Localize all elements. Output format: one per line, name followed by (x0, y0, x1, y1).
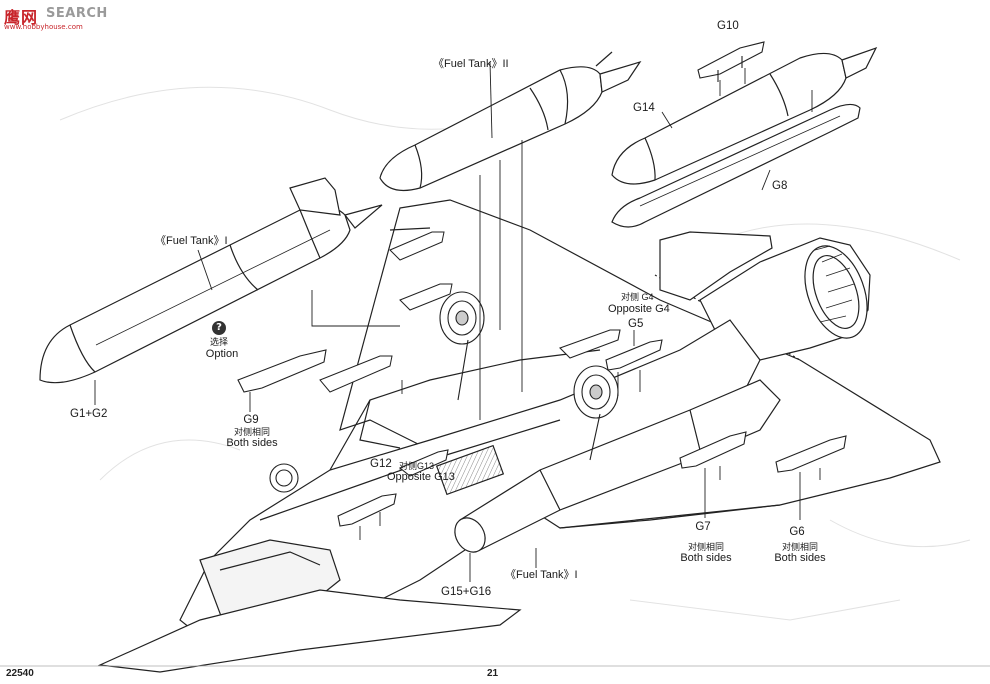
label-g12: G12 (370, 458, 392, 470)
label-fuel-tank-i-top: 《Fuel Tank》I (155, 235, 228, 247)
label-g15-g16: G15+G16 (441, 586, 492, 598)
belly-fuel-tank (454, 379, 781, 553)
label-g8: G8 (772, 180, 788, 192)
label-g6-en: Both sides (774, 552, 826, 564)
pylon-g9 (237, 349, 327, 393)
label-g9-cn: 对侧相同 (233, 427, 271, 437)
watermark-search: SEARCH (46, 6, 108, 21)
label-g7-en: Both sides (680, 552, 732, 564)
watermark-logo: 鹰网 www.hobbyhouse.com SEARCH (4, 4, 108, 34)
label-fuel-tank-i-bottom: 《Fuel Tank》I (505, 569, 578, 581)
label-g4-en: Opposite G4 (608, 303, 670, 315)
label-g10: G10 (717, 20, 739, 32)
label-g1-g2: G1+G2 (70, 408, 108, 420)
fuel-tank-ii (379, 51, 642, 191)
label-g13-cn: 对侧G13 (399, 461, 435, 471)
label-option-cn: 选择 (209, 337, 229, 347)
watermark-brand: 鹰网 (4, 8, 39, 27)
leader-lines (94, 61, 821, 582)
pylon-g10 (697, 41, 765, 82)
label-g4-cn: 对侧 G4 (621, 292, 654, 302)
label-fuel-tank-ii: 《Fuel Tank》II (433, 58, 509, 70)
label-g7-cn: 对侧相同 (687, 542, 725, 552)
label-g9-en: Both sides (226, 437, 278, 449)
pylon-g6 (775, 435, 847, 473)
label-g9: G9 (243, 414, 259, 426)
fuel-tank-g14 (611, 46, 878, 185)
label-g5: G5 (628, 318, 644, 330)
wing-pylons (319, 231, 453, 393)
watermark-url: www.hobbyhouse.com (4, 23, 83, 31)
label-g6: G6 (789, 526, 805, 538)
fuel-tank-i-left (39, 177, 383, 384)
engine-nozzle (699, 237, 871, 361)
page-center-mark: 21 (487, 668, 499, 679)
landing-gear (269, 291, 619, 493)
label-option-en: Option (205, 348, 239, 360)
label-g14: G14 (633, 102, 655, 114)
pylon-g5 (558, 329, 663, 371)
pylon-g7 (679, 431, 747, 469)
page-number: 22540 (6, 668, 34, 679)
lower-wing (97, 589, 522, 673)
label-g6-cn: 对侧相同 (781, 542, 819, 552)
option-icon: ? (212, 321, 226, 335)
label-g13-en: Opposite G13 (387, 471, 455, 483)
pylon-g12 (337, 449, 449, 527)
tail-fin (659, 231, 773, 301)
tank-half-g8 (611, 103, 861, 228)
label-g7: G7 (695, 521, 711, 533)
